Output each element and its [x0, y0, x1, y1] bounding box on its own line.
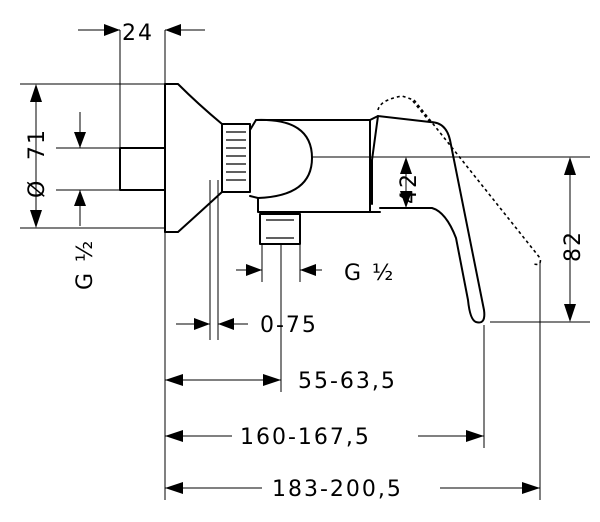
arrow [74, 132, 86, 148]
arrow [30, 210, 42, 228]
arrow [74, 190, 86, 206]
label-diameter-symbol: Ø [25, 179, 50, 198]
valve-body [119, 83, 542, 324]
arrow [400, 191, 412, 208]
dimension-82 [564, 157, 576, 322]
arrow [165, 482, 183, 494]
label-55-63-5: 55-63,5 [298, 369, 397, 394]
arrow [246, 264, 262, 276]
label-183-200-5: 183-200,5 [272, 477, 403, 502]
label-24: 24 [122, 21, 154, 46]
dimension-55-63-5 [165, 374, 281, 386]
arrow [30, 84, 42, 102]
arrow [165, 24, 181, 36]
extension-lines [20, 30, 590, 500]
label-160-167-5: 160-167,5 [240, 425, 371, 450]
arrow [564, 304, 576, 322]
label-71: 71 [25, 128, 50, 160]
arrow [300, 264, 316, 276]
label-82: 82 [561, 230, 586, 262]
label-g-half-bottom: G ½ [344, 261, 395, 286]
arrow [564, 157, 576, 175]
arrow [522, 482, 540, 494]
dimension-160-167-5 [165, 430, 484, 442]
arrow [165, 374, 183, 386]
label-g-half-left: G ½ [73, 239, 98, 290]
dimension-183-200-5 [165, 482, 540, 494]
arrow [466, 430, 484, 442]
arrow [218, 318, 234, 330]
dimension-24 [78, 24, 205, 36]
label-0-75: 0-75 [260, 313, 318, 338]
dimension-g-half-left [74, 112, 86, 226]
dimension-42 [400, 157, 412, 208]
arrow [194, 318, 210, 330]
dimension-g-half-bottom [236, 264, 322, 276]
arrow [400, 157, 412, 174]
arrow [165, 430, 183, 442]
arrow [263, 374, 281, 386]
dimension-71 [30, 84, 42, 228]
arrow [104, 24, 120, 36]
label-42: 42 [397, 172, 422, 204]
dimension-0-75 [176, 318, 248, 330]
